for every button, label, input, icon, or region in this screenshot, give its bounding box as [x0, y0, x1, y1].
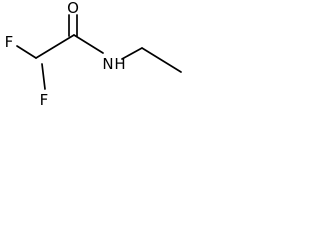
atom-oxygen-label: O: [67, 0, 79, 17]
chemical-structure: O N H F F: [5, 0, 182, 109]
atom-fluorine-upper-label: F: [5, 33, 14, 51]
bond-carbonyl-carbon-to-nitrogen: [73, 34, 104, 54]
atom-labels: O N H F F: [5, 0, 126, 109]
bond-ch2-to-ch3: [141, 47, 182, 73]
atom-nitrogen-label: N: [102, 55, 113, 73]
bond-cf2-to-f-lower: [41, 63, 46, 90]
bond-nitrogen-to-ch2: [121, 47, 143, 60]
atom-hydrogen-label: H: [114, 55, 125, 73]
bonds: [16, 14, 182, 90]
bond-f-upper-to-cf2: [16, 45, 37, 59]
atom-fluorine-lower-label: F: [40, 91, 49, 109]
bond-cf2-to-carbonyl-carbon: [35, 34, 75, 59]
